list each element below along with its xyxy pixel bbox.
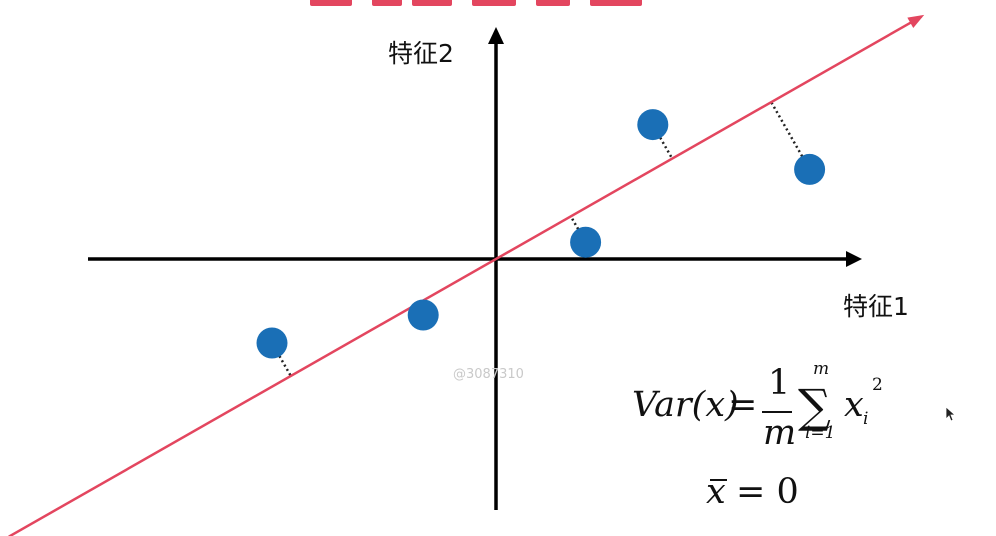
title-fragment xyxy=(300,0,660,8)
x-axis-arrowhead xyxy=(846,251,862,267)
data-point-3 xyxy=(570,226,602,258)
data-point-1 xyxy=(256,327,288,359)
variance-equals: = xyxy=(728,385,758,425)
data-point-5 xyxy=(794,153,826,185)
watermark: @3087310 xyxy=(453,367,524,382)
variance-lhs: Var(x) xyxy=(632,385,739,425)
principal-line-arrowhead xyxy=(907,14,925,29)
mean-rhs: = 0 xyxy=(736,472,799,512)
summation-sign: ∑ xyxy=(798,379,831,433)
y-axis-label: 特征2 xyxy=(388,39,454,68)
principal-component-line xyxy=(8,15,923,536)
sum-lower-limit: i=1 xyxy=(805,423,836,443)
mean-lhs: x xyxy=(706,472,726,512)
sum-upper-limit: m xyxy=(813,359,830,379)
sum-term-base: x xyxy=(844,385,864,425)
x-axis-label: 特征1 xyxy=(843,292,909,321)
sum-term-power: 2 xyxy=(872,375,883,395)
fraction-bar xyxy=(762,411,792,413)
fraction-numerator: 1 xyxy=(768,363,791,403)
y-axis-arrowhead xyxy=(488,27,504,44)
mean-overbar xyxy=(710,479,727,481)
data-point-4 xyxy=(637,109,669,141)
data-point-2 xyxy=(407,299,439,331)
fraction-denominator: m xyxy=(763,413,797,453)
mouse-cursor-icon xyxy=(945,406,957,422)
sum-term-subscript: i xyxy=(863,409,869,429)
mean-formula: x = 0 xyxy=(706,472,799,516)
